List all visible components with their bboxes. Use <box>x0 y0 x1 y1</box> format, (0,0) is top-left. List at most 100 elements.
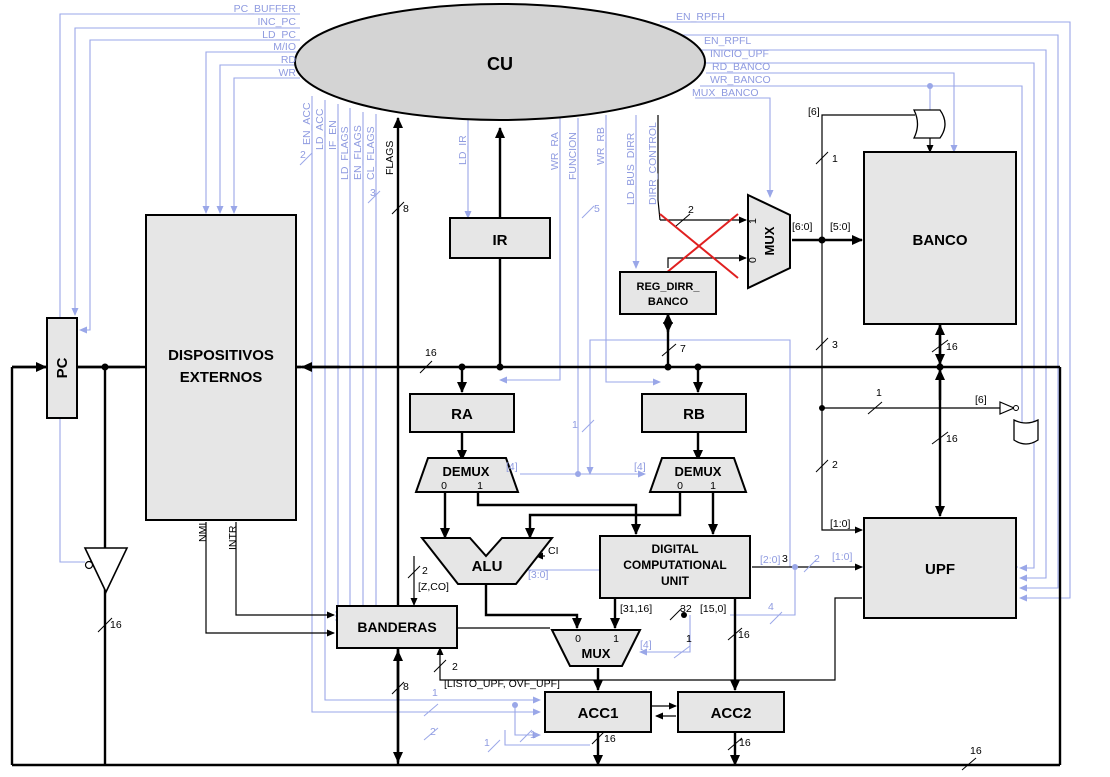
sig-wr-ra: WR_RA <box>549 132 561 170</box>
width-16-dcu: 16 <box>738 629 750 641</box>
width-1-mux: 1 <box>686 633 692 645</box>
mux-top-input-0: 0 <box>747 257 759 263</box>
bits-4-b: [4] <box>634 461 646 473</box>
bits-4-a: [4] <box>506 461 518 473</box>
ra-label: RA <box>451 406 473 423</box>
junction-dots <box>101 83 944 708</box>
sig-if-en: IF_EN <box>327 120 339 150</box>
bus-width-labels: NMI INTR CI [Z,CO] [LISTO_UPF, OVF_UPF] … <box>110 106 987 757</box>
acc2-register <box>677 691 785 733</box>
width-2-alu: 2 <box>422 565 428 577</box>
sig-ld-ir: LD_IR <box>457 135 469 165</box>
reg-dirr-banco-label-2: BANCO <box>648 296 689 308</box>
z-co-label: [Z,CO] <box>418 581 449 593</box>
width-5: 5 <box>594 203 600 215</box>
listo-ovf-label: [LISTO_UPF, OVF_UPF] <box>444 678 560 690</box>
accumulator-mux-label: MUX <box>582 646 611 661</box>
crossed-out-path <box>659 213 739 279</box>
bits-6-0: [6:0] <box>792 221 813 233</box>
sig-inc-pc: INC_PC <box>257 16 296 28</box>
pc-buffer-enable-bubble <box>84 560 94 570</box>
acc1-register <box>544 691 652 733</box>
sig-en-acc: EN_ACC <box>301 102 313 145</box>
buffer-right-bubble-icon <box>1013 405 1019 411</box>
register-bank-label: BANCO <box>913 232 968 249</box>
sig-ld-pc: LD_PC <box>262 29 296 41</box>
mux-bottom-in1: 1 <box>613 633 619 645</box>
width-1-upf: 1 <box>876 387 882 399</box>
demux-b-label: DEMUX <box>675 464 722 479</box>
width-8-flags: 8 <box>403 203 409 215</box>
width-16-bottom: 16 <box>970 745 982 757</box>
width-2-ctrl: 2 <box>300 149 306 161</box>
bits-1-0: [1:0] <box>830 518 851 530</box>
demux-b <box>648 457 748 493</box>
width-3-banco: 3 <box>832 339 838 351</box>
sig-wr-banco: WR_BANCO <box>710 74 771 86</box>
ra-register <box>409 393 515 433</box>
width-1-acc: 1 <box>432 687 438 699</box>
ci-label: CI <box>548 545 559 557</box>
demux-a-out0: 0 <box>441 480 447 492</box>
demux-a-out1: 1 <box>477 480 483 492</box>
digital-computational-unit-block <box>599 535 751 599</box>
bits-6-top: [6] <box>808 106 820 118</box>
bits-2-0: [2:0] <box>760 554 781 566</box>
external-devices-block <box>145 214 297 521</box>
sig-ld-acc: LD_ACC <box>314 108 326 150</box>
pc-buffer-triangle <box>83 547 129 594</box>
demux-b-out0: 0 <box>677 480 683 492</box>
nmi-label: NMI <box>197 523 209 542</box>
width-8-banderas: 8 <box>403 681 409 693</box>
bits-31-16: [31,16] <box>620 603 652 615</box>
width-1-banco: 1 <box>832 153 838 165</box>
width-16-main: 16 <box>425 347 437 359</box>
bank-address-mux <box>747 193 791 290</box>
sig-ld-bus-dirr: LD_BUS_DIRR <box>625 132 637 205</box>
bank-address-mux-label: MUX <box>762 226 777 255</box>
width-16-banco: 16 <box>946 341 958 353</box>
sig-rd: RD <box>281 54 297 66</box>
width-2-dcu: 2 <box>814 553 820 565</box>
external-devices-label-1: DISPOSITIVOS <box>168 347 274 364</box>
bits-4-c: [4] <box>640 639 652 651</box>
sig-en-flags: EN_FLAGS <box>352 125 364 180</box>
width-3-dcu: 3 <box>782 553 788 565</box>
demux-a-label: DEMUX <box>443 464 490 479</box>
control-unit-label: CU <box>487 54 513 74</box>
width-4: 4 <box>768 601 774 613</box>
width-7: 7 <box>680 343 686 355</box>
register-bank-block <box>863 151 1017 325</box>
width-2-mux: 2 <box>688 204 694 216</box>
width-1-acc-b: 1 <box>484 737 490 749</box>
sig-en-rpfl: EN_RPFL <box>704 35 751 47</box>
width-1-acc-c: 1 <box>530 729 536 741</box>
sig-dirr-control: DIRR_CONTROL <box>647 122 659 205</box>
or-gate-top-icon <box>912 109 946 139</box>
acc2-label: ACC2 <box>711 705 752 722</box>
ir-register <box>449 217 551 259</box>
bits-1-0-b: [1:0] <box>832 551 853 563</box>
upf-block <box>863 517 1017 619</box>
signal-wires <box>205 114 1000 720</box>
sig-wr-rb: WR_RB <box>595 127 607 165</box>
dcu-label-2: COMPUTATIONAL <box>623 558 727 572</box>
width-1-ra: 1 <box>572 419 578 431</box>
demux-b-out1: 1 <box>710 480 716 492</box>
bits-3-0: [3:0] <box>528 569 549 581</box>
mux-bottom-in0: 0 <box>575 633 581 645</box>
sig-cl-flags: CL_FLAGS <box>365 126 377 180</box>
sig-m-io: M/IO <box>273 41 296 53</box>
alu-label: ALU <box>472 558 503 575</box>
acc1-label: ACC1 <box>578 705 619 722</box>
width-16-upf: 16 <box>946 433 958 445</box>
or-gate-right-icon <box>1013 418 1039 445</box>
bits-6-right: [6] <box>975 394 987 406</box>
control-signal-labels: PC_BUFFER INC_PC LD_PC M/IO RD WR EN_ACC… <box>234 3 771 205</box>
sig-flags: FLAGS <box>384 141 396 175</box>
dcu-label-1: DIGITAL <box>651 542 698 556</box>
external-devices-label-2: EXTERNOS <box>180 369 263 386</box>
pc-label: PC <box>54 357 71 378</box>
width-3-flags: 3 <box>370 187 376 199</box>
